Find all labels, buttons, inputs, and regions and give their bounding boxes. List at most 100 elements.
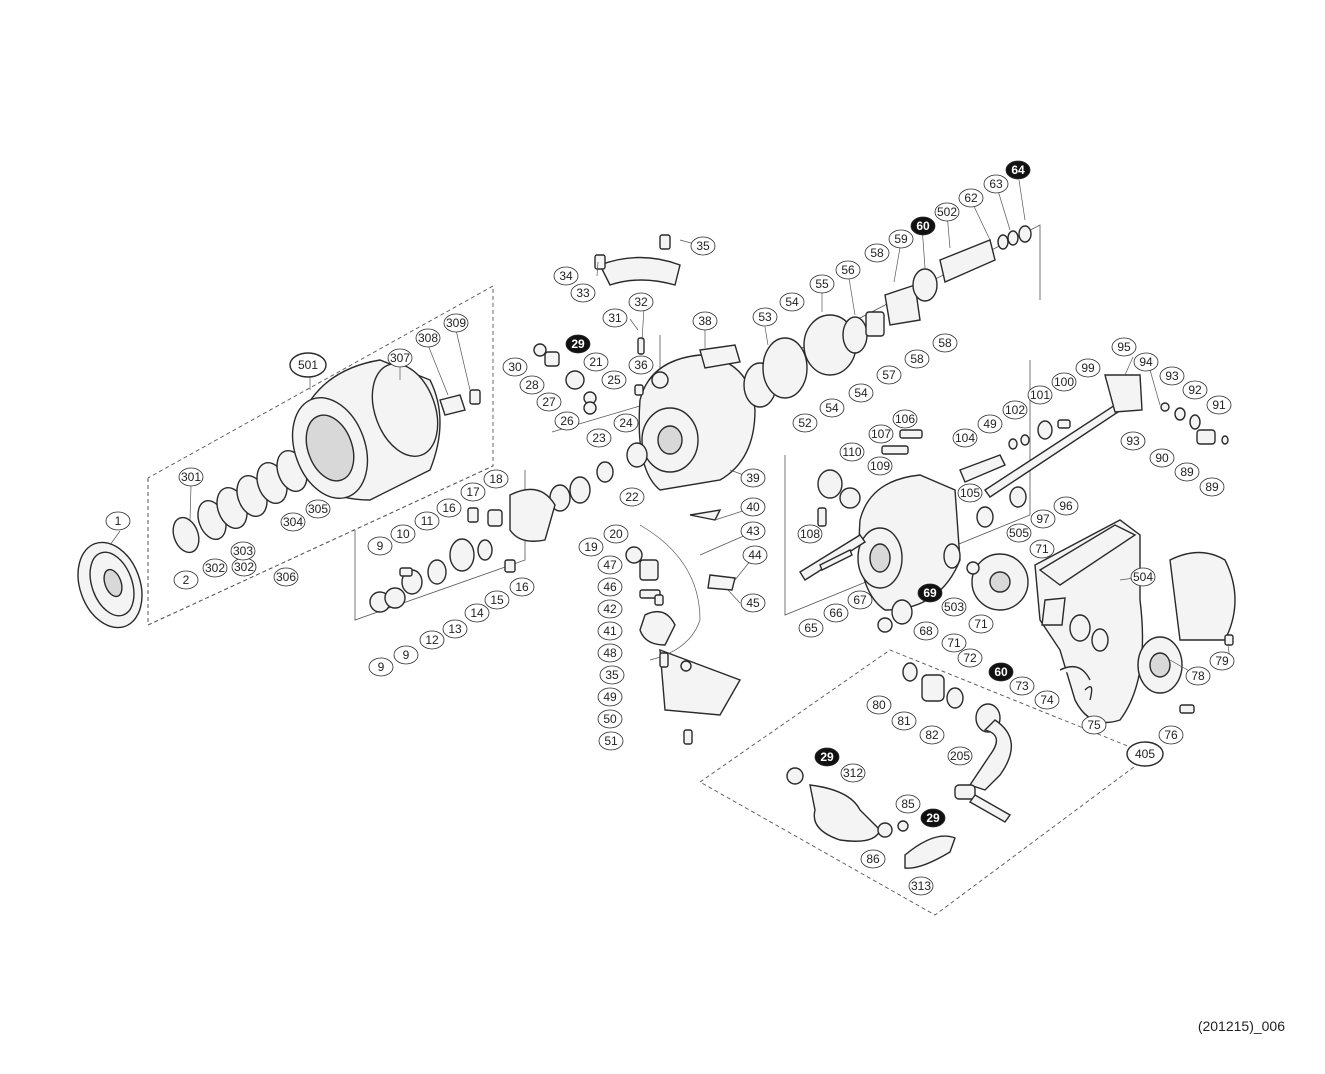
callout-38: 38 bbox=[692, 311, 718, 331]
callout-71: 71 bbox=[1029, 539, 1055, 559]
callout-78: 78 bbox=[1185, 666, 1211, 686]
callout-badge bbox=[958, 188, 984, 208]
pinion-gear-assembly bbox=[743, 225, 1032, 408]
callout-306: 306 bbox=[273, 567, 299, 587]
callout-18: 18 bbox=[483, 469, 509, 489]
callout-text: 302 bbox=[205, 561, 225, 575]
callout-302: 302 bbox=[202, 558, 228, 578]
callout-text: 27 bbox=[542, 395, 556, 409]
callout-badge bbox=[1075, 358, 1101, 378]
callout-text: 16 bbox=[442, 501, 456, 515]
callout-59: 59 bbox=[888, 229, 914, 249]
callout-badge bbox=[848, 383, 874, 403]
callout-505: 505 bbox=[1006, 523, 1032, 543]
callout-badge bbox=[583, 352, 609, 372]
callout-badge bbox=[597, 555, 623, 575]
callout-text: 60 bbox=[916, 219, 930, 233]
callout-82: 82 bbox=[919, 725, 945, 745]
callout-text: 18 bbox=[489, 472, 503, 486]
callout-75: 75 bbox=[1081, 715, 1107, 735]
callout-20: 20 bbox=[603, 524, 629, 544]
callout-badge bbox=[554, 411, 580, 431]
callout-text: 56 bbox=[841, 263, 855, 277]
callout-text: 28 bbox=[525, 378, 539, 392]
callout-badge bbox=[390, 524, 416, 544]
callout-text: 110 bbox=[842, 445, 861, 459]
callout-text: 100 bbox=[1054, 375, 1074, 389]
callout-58: 58 bbox=[904, 349, 930, 369]
callout-text: 32 bbox=[634, 295, 648, 309]
callout-57: 57 bbox=[876, 365, 902, 385]
callout-text: 75 bbox=[1087, 718, 1101, 732]
callout-badge bbox=[892, 409, 918, 429]
callout-text: 80 bbox=[872, 698, 886, 712]
callout-text: 66 bbox=[829, 606, 843, 620]
callout-text: 9 bbox=[377, 539, 384, 553]
callout-badge bbox=[947, 746, 973, 766]
callout-text: 54 bbox=[785, 295, 799, 309]
bail-wire bbox=[639, 524, 701, 661]
drag-washers bbox=[172, 449, 308, 554]
callout-47: 47 bbox=[597, 555, 623, 575]
callout-107: 107 bbox=[868, 424, 894, 444]
callout-badge bbox=[597, 709, 623, 729]
callout-badge bbox=[289, 352, 327, 378]
callout-99: 99 bbox=[1075, 358, 1101, 378]
callout-81: 81 bbox=[891, 711, 917, 731]
callout-text: 38 bbox=[698, 314, 712, 328]
callout-text: 101 bbox=[1030, 388, 1050, 402]
callout-badge bbox=[202, 558, 228, 578]
callout-9: 9 bbox=[367, 536, 393, 556]
callout-55: 55 bbox=[809, 274, 835, 294]
callout-60: 60 bbox=[988, 662, 1014, 682]
callout-text: 22 bbox=[625, 490, 639, 504]
callout-badge bbox=[368, 657, 394, 677]
callout-text: 14 bbox=[470, 606, 484, 620]
callout-text: 39 bbox=[746, 471, 760, 485]
callout-73: 73 bbox=[1009, 676, 1035, 696]
callout-badge bbox=[436, 498, 462, 518]
callout-text: 9 bbox=[378, 660, 385, 674]
callout-58: 58 bbox=[932, 333, 958, 353]
callout-badge bbox=[628, 355, 654, 375]
callout-badge bbox=[866, 695, 892, 715]
callout-text: 71 bbox=[947, 636, 961, 650]
callout-51: 51 bbox=[598, 731, 624, 751]
callout-text: 17 bbox=[466, 485, 480, 499]
callout-19: 19 bbox=[578, 537, 604, 557]
callout-21: 21 bbox=[583, 352, 609, 372]
callout-badge bbox=[536, 392, 562, 412]
callout-89: 89 bbox=[1174, 462, 1200, 482]
callout-text: 35 bbox=[696, 239, 710, 253]
callout-46: 46 bbox=[597, 577, 623, 597]
callout-badge bbox=[910, 216, 936, 236]
callout-109: 109 bbox=[867, 456, 893, 476]
callout-text: 106 bbox=[895, 412, 915, 426]
callout-text: 74 bbox=[1040, 693, 1054, 707]
callout-205: 205 bbox=[947, 746, 973, 766]
callout-63: 63 bbox=[983, 174, 1009, 194]
callout-60: 60 bbox=[910, 216, 936, 236]
callout-text: 54 bbox=[854, 386, 868, 400]
callout-badge bbox=[1158, 725, 1184, 745]
callout-badge bbox=[414, 511, 440, 531]
callout-405: 405 bbox=[1126, 741, 1164, 767]
callout-badge bbox=[941, 597, 967, 617]
callout-badge bbox=[934, 202, 960, 222]
callout-badge bbox=[1051, 372, 1077, 392]
callout-text: 42 bbox=[603, 602, 617, 616]
spool-clip bbox=[439, 389, 481, 416]
callout-text: 306 bbox=[276, 570, 296, 584]
callout-text: 16 bbox=[515, 580, 529, 594]
callout-text: 35 bbox=[605, 668, 619, 682]
callout-text: 96 bbox=[1059, 499, 1073, 513]
diagram-code: (201215)_006 bbox=[1197, 1018, 1285, 1034]
callout-16: 16 bbox=[509, 577, 535, 597]
callout-badge bbox=[1206, 395, 1232, 415]
callout-54: 54 bbox=[848, 383, 874, 403]
callout-badge bbox=[1149, 448, 1175, 468]
callout-80: 80 bbox=[866, 695, 892, 715]
callout-text: 31 bbox=[608, 311, 622, 325]
callout-text: 86 bbox=[866, 852, 880, 866]
callout-95: 95 bbox=[1111, 337, 1137, 357]
